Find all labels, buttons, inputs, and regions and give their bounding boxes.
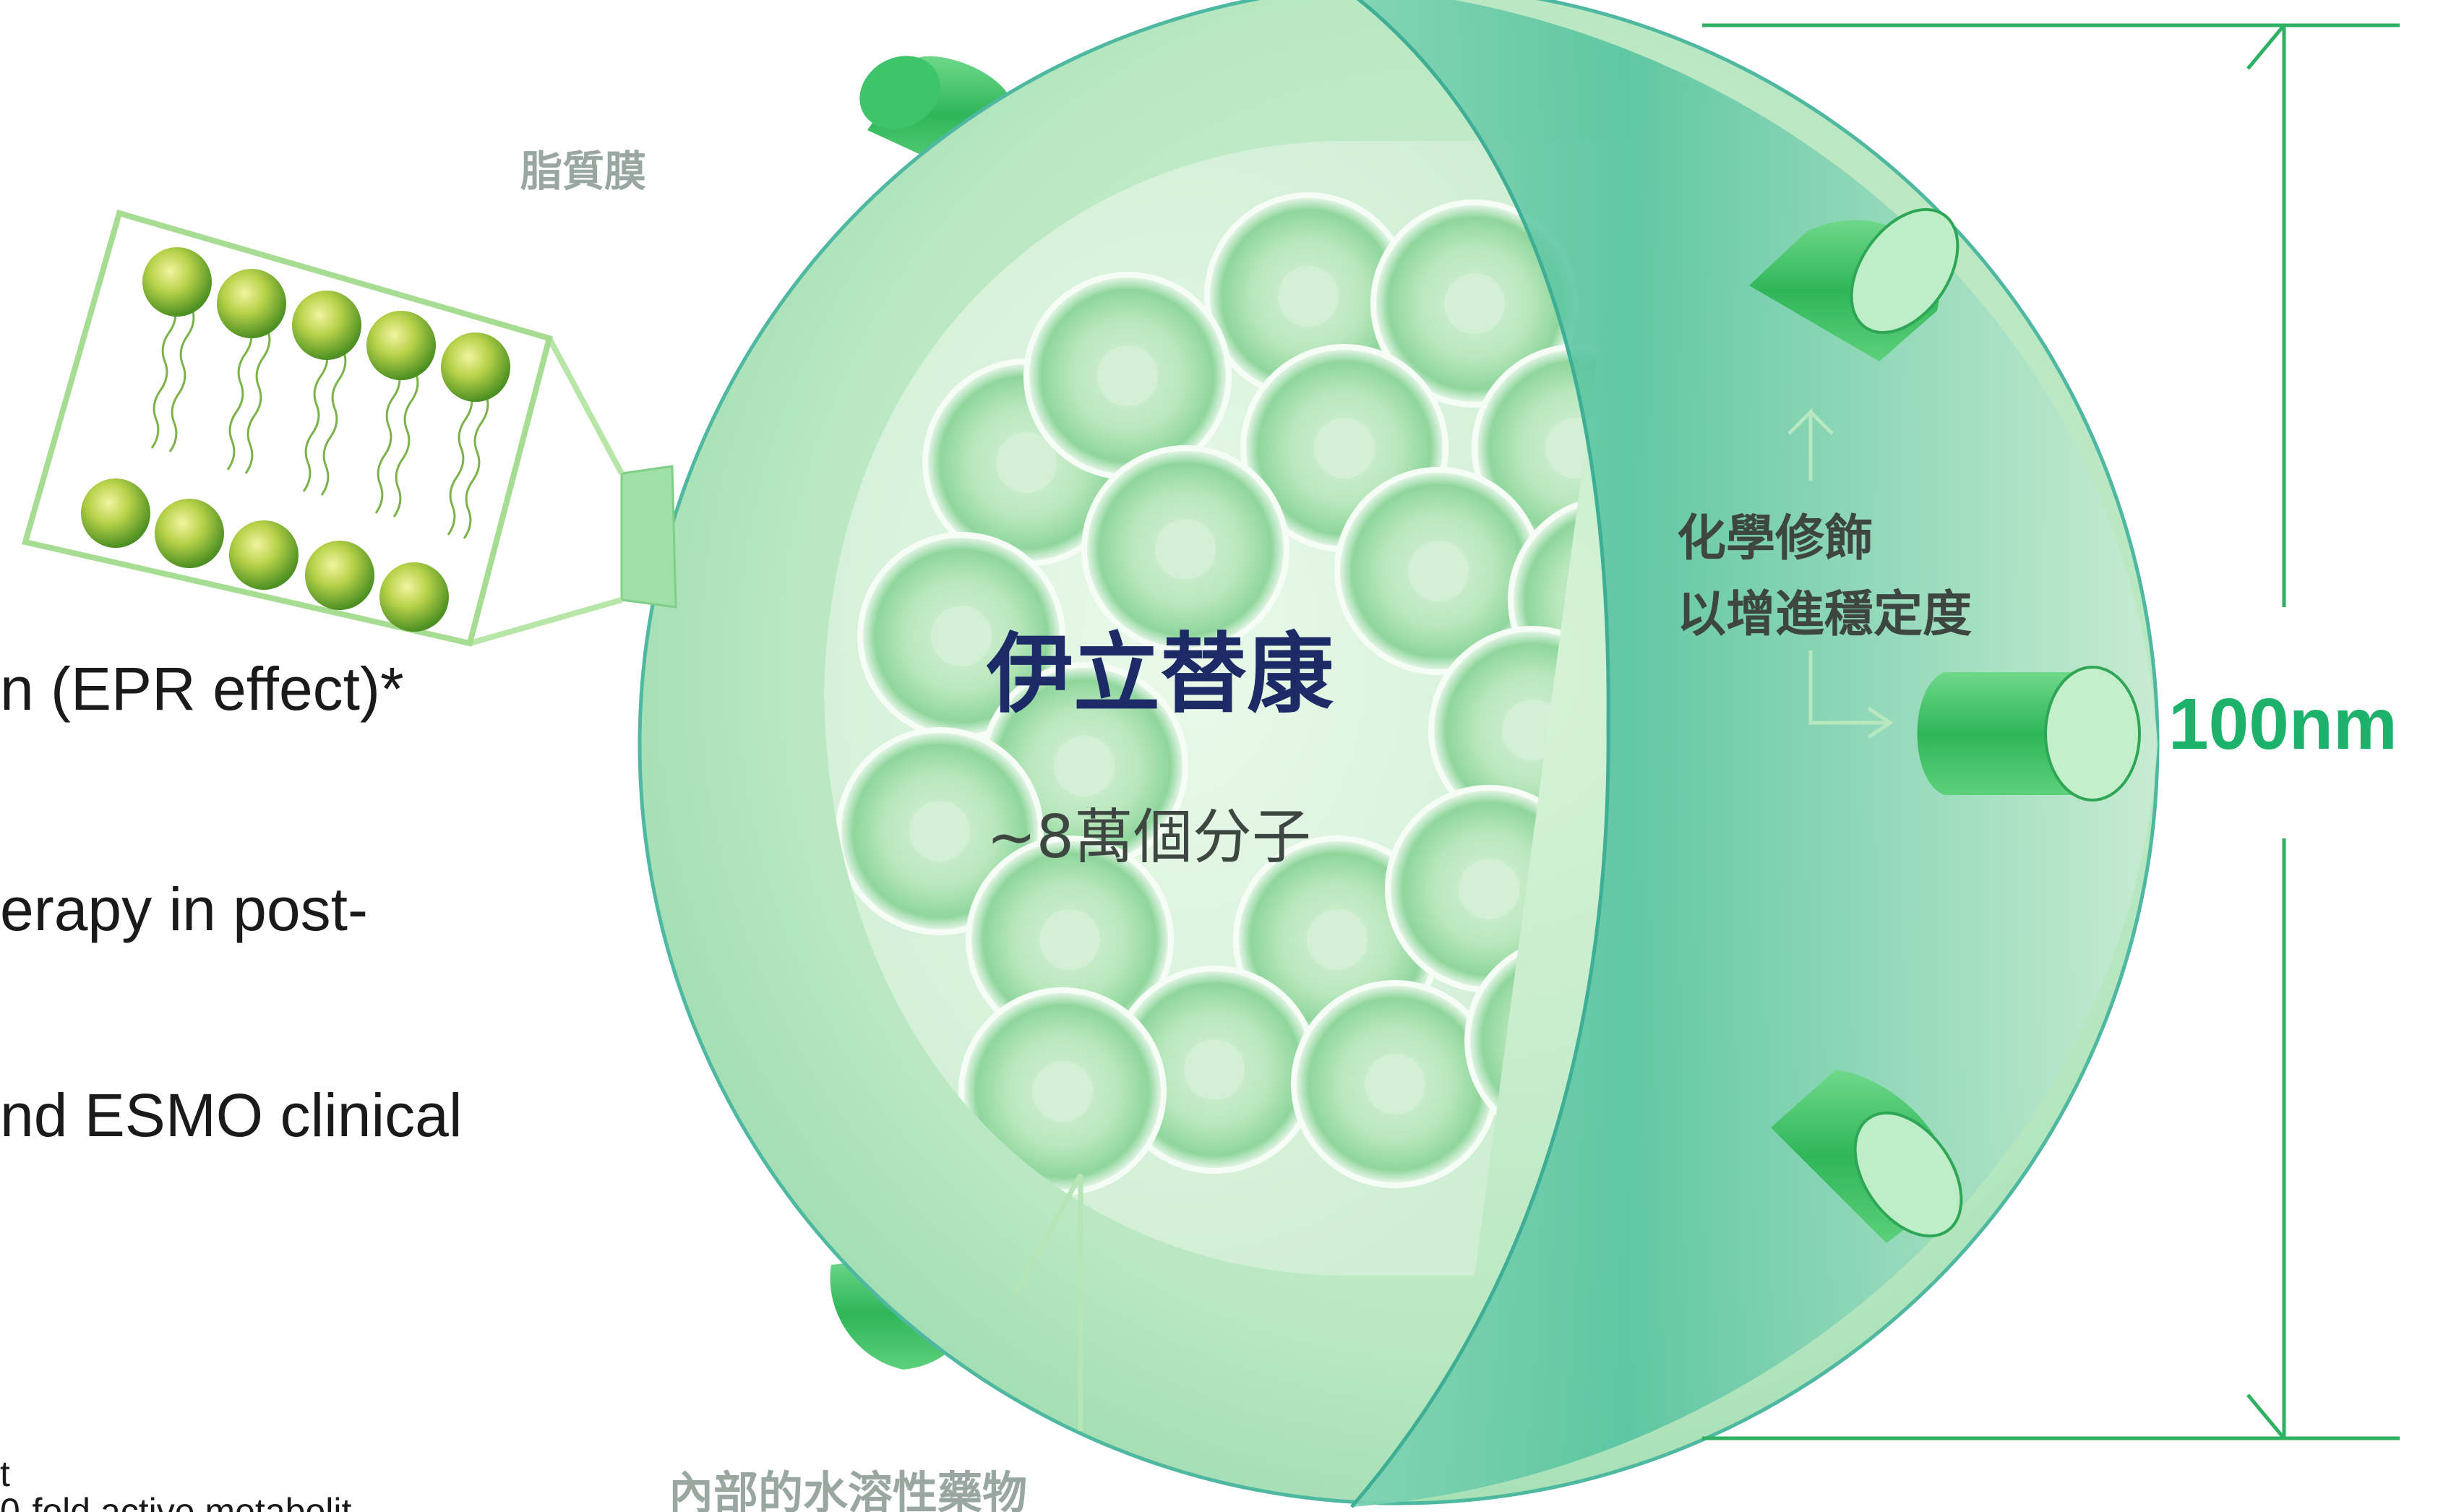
chemical-mod-label-line-1: 化學修飾: [1677, 510, 1874, 567]
membrane-cutaway-cap: [1352, 0, 2158, 1507]
chemical-mod-arrows: [1787, 407, 1894, 739]
footnote-line-2: 0-fold active metabolit: [0, 1491, 352, 1512]
drug-name-label: 伊立替康: [987, 624, 1334, 725]
chemical-mod-label-line-2: 以增進穩定度: [1677, 586, 1973, 643]
body-text-line-1: n (EPR effect)*: [0, 655, 404, 723]
inner-drug-pointer: [1013, 1173, 1083, 1431]
cutaway-edge: [1350, 0, 1610, 1508]
drug-molecule-cluster: [836, 192, 1626, 1195]
footnote-line-1: t: [0, 1453, 10, 1494]
inner-drug-label: 內部的水溶性藥物: [669, 1466, 1028, 1512]
phospholipid-bilayer-icon: [21, 210, 553, 647]
molecule-count-label: ~8萬個分子: [987, 803, 1311, 872]
peg-cylinder-icon: [1917, 666, 2141, 802]
drug-molecule-icon: [836, 192, 1626, 1195]
lipid-membrane-label: 脂質膜: [520, 147, 647, 196]
size-dimension-bracket: [1702, 23, 2400, 1440]
zoom-connector: [468, 337, 624, 646]
size-label: 100nm: [2168, 684, 2398, 765]
peg-cylinder-icon: [1771, 1070, 1963, 1243]
body-text-line-2: erapy in post-: [0, 875, 368, 943]
peg-cylinder-icon: [1749, 207, 1959, 361]
membrane-patch: [620, 465, 677, 609]
body-text-line-3: nd ESMO clinical: [0, 1081, 463, 1149]
